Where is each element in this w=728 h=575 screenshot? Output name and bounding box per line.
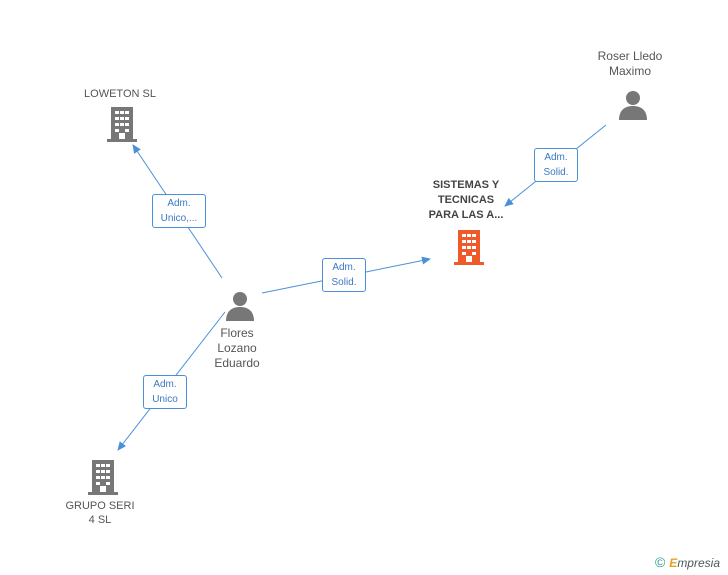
- relationship-label-flores-grupo[interactable]: Adm. Unico: [143, 375, 187, 409]
- relationship-type: Adm.: [332, 262, 356, 273]
- building-icon[interactable]: [87, 459, 119, 495]
- node-label-loweton[interactable]: LOWETON SL: [84, 88, 156, 100]
- relationship-type: Adm.: [167, 198, 191, 209]
- person-icon[interactable]: [225, 291, 255, 321]
- relationship-role: Unico: [152, 394, 178, 405]
- node-label-line: Lozano: [217, 341, 257, 355]
- person-icon[interactable]: [618, 90, 648, 120]
- node-label-line: Roser Lledo: [597, 49, 663, 63]
- relationship-label-flores-sistemas[interactable]: Adm. Solid.: [322, 258, 366, 292]
- relationship-type: Adm.: [153, 379, 177, 390]
- brand-logo-letter: E: [669, 556, 678, 570]
- node-label-line: 4 SL: [88, 514, 112, 526]
- node-label-grupo-seri[interactable]: GRUPO SERI 4 SL: [50, 499, 150, 527]
- brand-name: mpresia: [677, 556, 720, 570]
- node-label-line: TECNICAS: [437, 194, 495, 206]
- relationship-label-flores-loweton[interactable]: Adm. Unico,...: [152, 194, 206, 228]
- copyright-icon: ©: [654, 554, 666, 570]
- building-icon-highlighted[interactable]: [453, 229, 485, 265]
- node-label-line: Eduardo: [214, 356, 260, 370]
- footer-brand[interactable]: ©Empresia: [655, 554, 720, 570]
- node-label-roser[interactable]: Roser Lledo Maximo: [580, 49, 680, 79]
- node-label-flores[interactable]: Flores Lozano Eduardo: [187, 326, 287, 371]
- node-label-line: PARA LAS A...: [428, 209, 504, 221]
- node-label-line: Flores: [220, 326, 254, 340]
- node-label-sistemas[interactable]: SISTEMAS Y TECNICAS PARA LAS A...: [416, 178, 516, 223]
- building-icon[interactable]: [106, 106, 138, 142]
- node-label-line: GRUPO SERI: [65, 500, 135, 512]
- relationship-role: Unico,...: [160, 213, 198, 224]
- relationship-role: Solid.: [331, 277, 357, 288]
- relationship-role: Solid.: [543, 167, 569, 178]
- relationship-label-roser-sistemas[interactable]: Adm. Solid.: [534, 148, 578, 182]
- node-label-line: Maximo: [608, 64, 651, 78]
- node-label-line: SISTEMAS Y: [432, 179, 500, 191]
- relationship-type: Adm.: [544, 152, 568, 163]
